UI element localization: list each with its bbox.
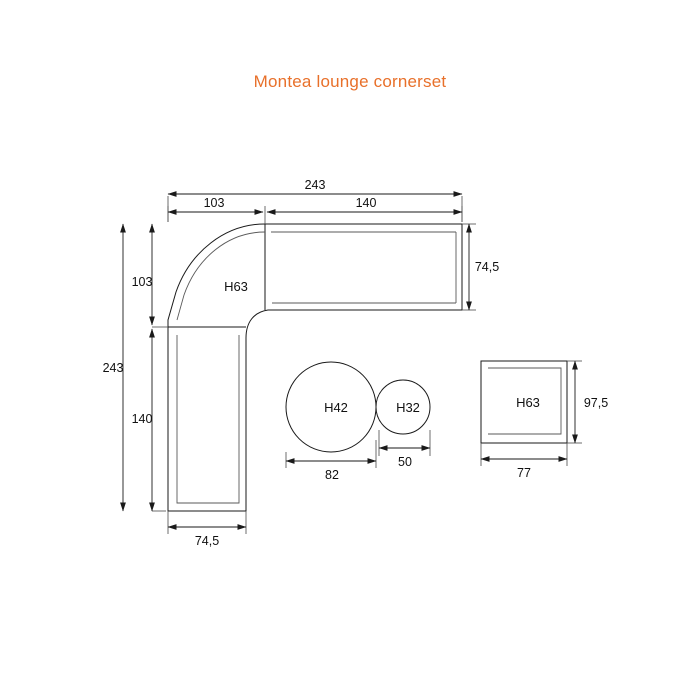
dim-chair-depth-label: 97,5 — [584, 396, 608, 410]
dim-chair-width-label: 77 — [517, 466, 531, 480]
dim-sofa-arm-width: 74,5 — [167, 511, 247, 548]
dim-sofa-arm-depth-label: 74,5 — [475, 260, 499, 274]
dim-sofa-arm-width-label: 74,5 — [195, 534, 219, 548]
sofa-outer-outline — [167, 223, 463, 512]
dim-table-large-label: 82 — [325, 468, 339, 482]
round-table-small-shape — [375, 379, 431, 435]
armchair-group: H63 97,5 77 — [480, 360, 608, 480]
dim-left-top-label: 103 — [132, 275, 153, 289]
armchair-inner-edge — [488, 367, 562, 435]
dim-top-left-label: 103 — [204, 196, 225, 210]
page-title: Montea lounge cornerset — [253, 72, 447, 91]
round-table-large-group: H42 82 — [285, 361, 377, 482]
corner-sofa-group — [167, 223, 463, 512]
dim-top-total-label: 243 — [305, 178, 326, 192]
dim-sofa-arm-depth: 74,5 — [462, 223, 499, 311]
sofa-corner-inner-arc — [176, 231, 266, 321]
dim-top-segments: 103 140 — [167, 196, 463, 224]
table-large-height-label: H42 — [324, 400, 348, 415]
sofa-left-arm-inner-edge — [176, 335, 240, 504]
dim-left-segments: 103 140 — [132, 223, 168, 512]
round-table-small-group: H32 50 — [375, 379, 431, 469]
dim-top-right-label: 140 — [356, 196, 377, 210]
dim-table-small-label: 50 — [398, 455, 412, 469]
dim-left-total-label: 243 — [103, 361, 124, 375]
dim-left-bottom-label: 140 — [132, 412, 153, 426]
sofa-height-label: H63 — [224, 279, 248, 294]
table-small-height-label: H32 — [396, 400, 420, 415]
dim-left-total: 243 — [103, 223, 126, 512]
armchair-outer-shape — [480, 360, 568, 444]
chair-height-label: H63 — [516, 395, 540, 410]
